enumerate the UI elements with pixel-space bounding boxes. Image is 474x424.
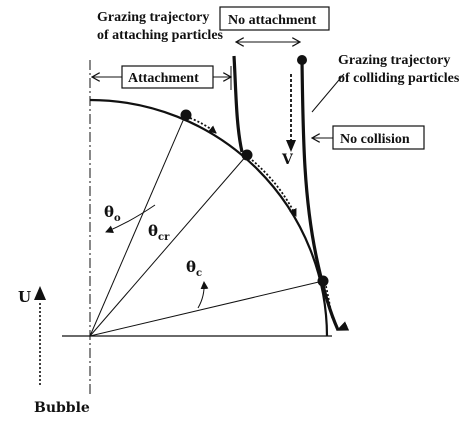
theta-c-arc (197, 281, 209, 309)
radius-theta-c (89, 280, 324, 337)
bubble-label: Bubble (34, 400, 90, 416)
attaching-sliding-path-lower (251, 159, 297, 217)
attaching-sliding-path-upper (189, 117, 217, 134)
particle-colliding-start (297, 55, 307, 65)
velocity-v-arrowhead (286, 140, 296, 152)
grazing-attaching-label-line1: Grazing trajectory (97, 10, 209, 25)
no-attachment-box (219, 6, 330, 31)
colliding-particle-trajectory (300, 59, 350, 331)
colliding-sliding-path (325, 285, 333, 319)
radius-theta-o (89, 115, 186, 337)
particle-theta-o (180, 109, 192, 121)
velocity-v-label: V (281, 152, 294, 168)
theta-cr-label: θcr (148, 222, 170, 243)
attachment-box (121, 65, 214, 89)
grazing-attaching-label-line2: of attaching particles (97, 28, 224, 43)
attaching-particle-trajectory (232, 55, 244, 153)
grazing-colliding-label-line2: of colliding particles (338, 71, 460, 86)
particle-theta-c (317, 275, 329, 287)
theta-o-arc (105, 204, 156, 233)
velocity-u-arrowhead (34, 286, 46, 300)
theta-c-label: θc (186, 258, 202, 279)
colliding-label-leader (311, 73, 345, 113)
no-collision-label: No collision (340, 132, 410, 147)
no-collision-box (332, 125, 425, 150)
particle-theta-cr (241, 149, 253, 161)
no-attachment-label: No attachment (228, 13, 317, 28)
theta-o-label: θo (104, 203, 121, 224)
radius-theta-cr (89, 154, 248, 337)
velocity-u-label: U (18, 288, 31, 306)
attachment-label: Attachment (128, 71, 199, 86)
grazing-colliding-label-line1: Grazing trajectory (338, 53, 450, 68)
